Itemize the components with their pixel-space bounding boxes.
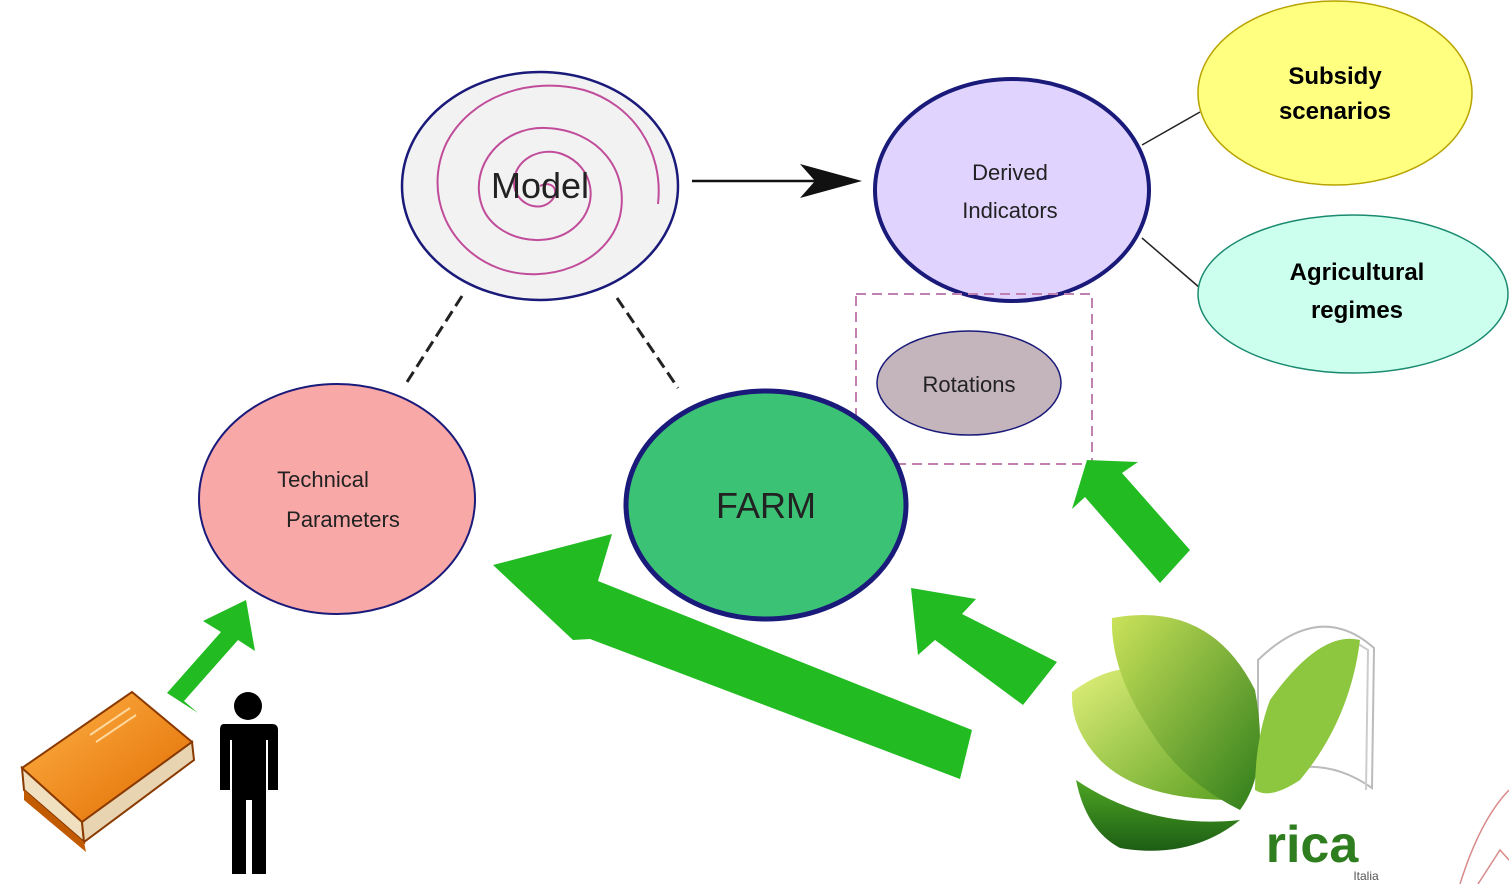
model-farm-connector [615, 297, 680, 389]
model-label: Model [491, 165, 589, 206]
agri-label-line1: Agricultural [1290, 259, 1425, 286]
subsidy-label-line1: Subsidy [1288, 63, 1382, 90]
corner-decoration [1459, 789, 1509, 884]
rica-leaf-logo: rica Italia [1071, 615, 1379, 883]
technical-label-line1: Technical [277, 467, 369, 492]
logo-leaf-center [1111, 615, 1260, 810]
arrow-rica-to-technical-main [493, 534, 972, 779]
derived-indicators-node: Derived Indicators [873, 77, 1151, 303]
rotations-label: Rotations [923, 372, 1016, 397]
rotations-node: Rotations [876, 330, 1062, 436]
derived-label-line1: Derived [972, 160, 1048, 185]
derived-subsidy-connector [1141, 111, 1201, 146]
model-to-derived-arrowhead [800, 164, 862, 198]
farm-node: FARM [623, 388, 909, 622]
logo-leaf-right [1255, 638, 1360, 794]
arrow-rica-to-rotations [1072, 460, 1190, 583]
rica-logo-subtext: Italia [1353, 869, 1379, 883]
arrow-book-to-technical [167, 600, 255, 713]
model-node: Model [400, 70, 680, 302]
spiral-decoration [436, 84, 660, 276]
person-icon [220, 692, 278, 874]
subsidy-scenarios-node: Subsidy scenarios [1197, 0, 1473, 186]
arrow-rica-to-farm [911, 588, 1057, 705]
farm-label: FARM [716, 485, 816, 526]
subsidy-label-line2: scenarios [1279, 98, 1391, 125]
model-technical-connector [405, 295, 464, 383]
agri-label-line2: regimes [1311, 297, 1403, 324]
technical-parameters-node: Technical Parameters [198, 383, 476, 615]
agricultural-regimes-node: Agricultural regimes [1197, 214, 1509, 374]
technical-label-line2: Parameters [286, 507, 400, 532]
rotations-group-box [855, 293, 1093, 465]
derived-label-line2: Indicators [962, 198, 1057, 223]
logo-leaf-bottom [1076, 780, 1240, 851]
book-icon [20, 690, 196, 852]
derived-agri-connector [1141, 237, 1201, 289]
rica-logo-text: rica [1266, 816, 1360, 874]
